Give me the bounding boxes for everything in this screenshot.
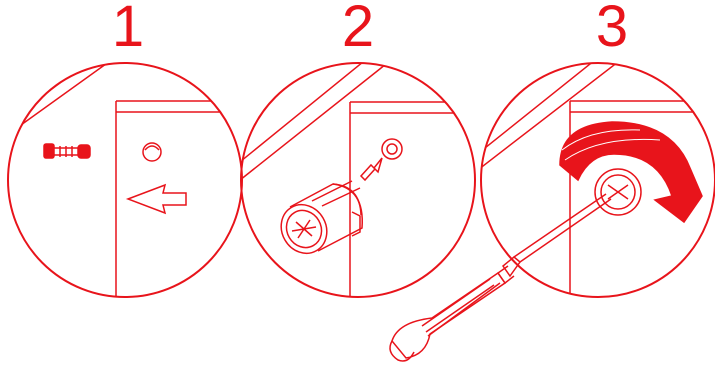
arrow-up-right-icon (359, 157, 383, 182)
step-number-3: 3 (596, 0, 628, 59)
arrow-left-icon (125, 183, 187, 215)
rotate-clockwise-icon (559, 121, 703, 224)
step-number-2: 2 (342, 0, 374, 59)
step-number-1: 1 (112, 0, 144, 59)
step-1: 1 (7, 0, 243, 298)
screwdriver-tighten-icon (389, 193, 612, 362)
cam-lock-screw-icon (594, 168, 642, 216)
step-2: 2 (240, 0, 476, 298)
cam-bolt-insert-icon (43, 143, 91, 159)
cam-hole-icon (142, 142, 162, 162)
cam-hole-icon (381, 138, 403, 160)
step-3-panel (389, 62, 715, 362)
step-3: 3 (389, 0, 715, 362)
step-2-panel (240, 62, 476, 298)
cam-lock-insert-icon (280, 180, 363, 255)
